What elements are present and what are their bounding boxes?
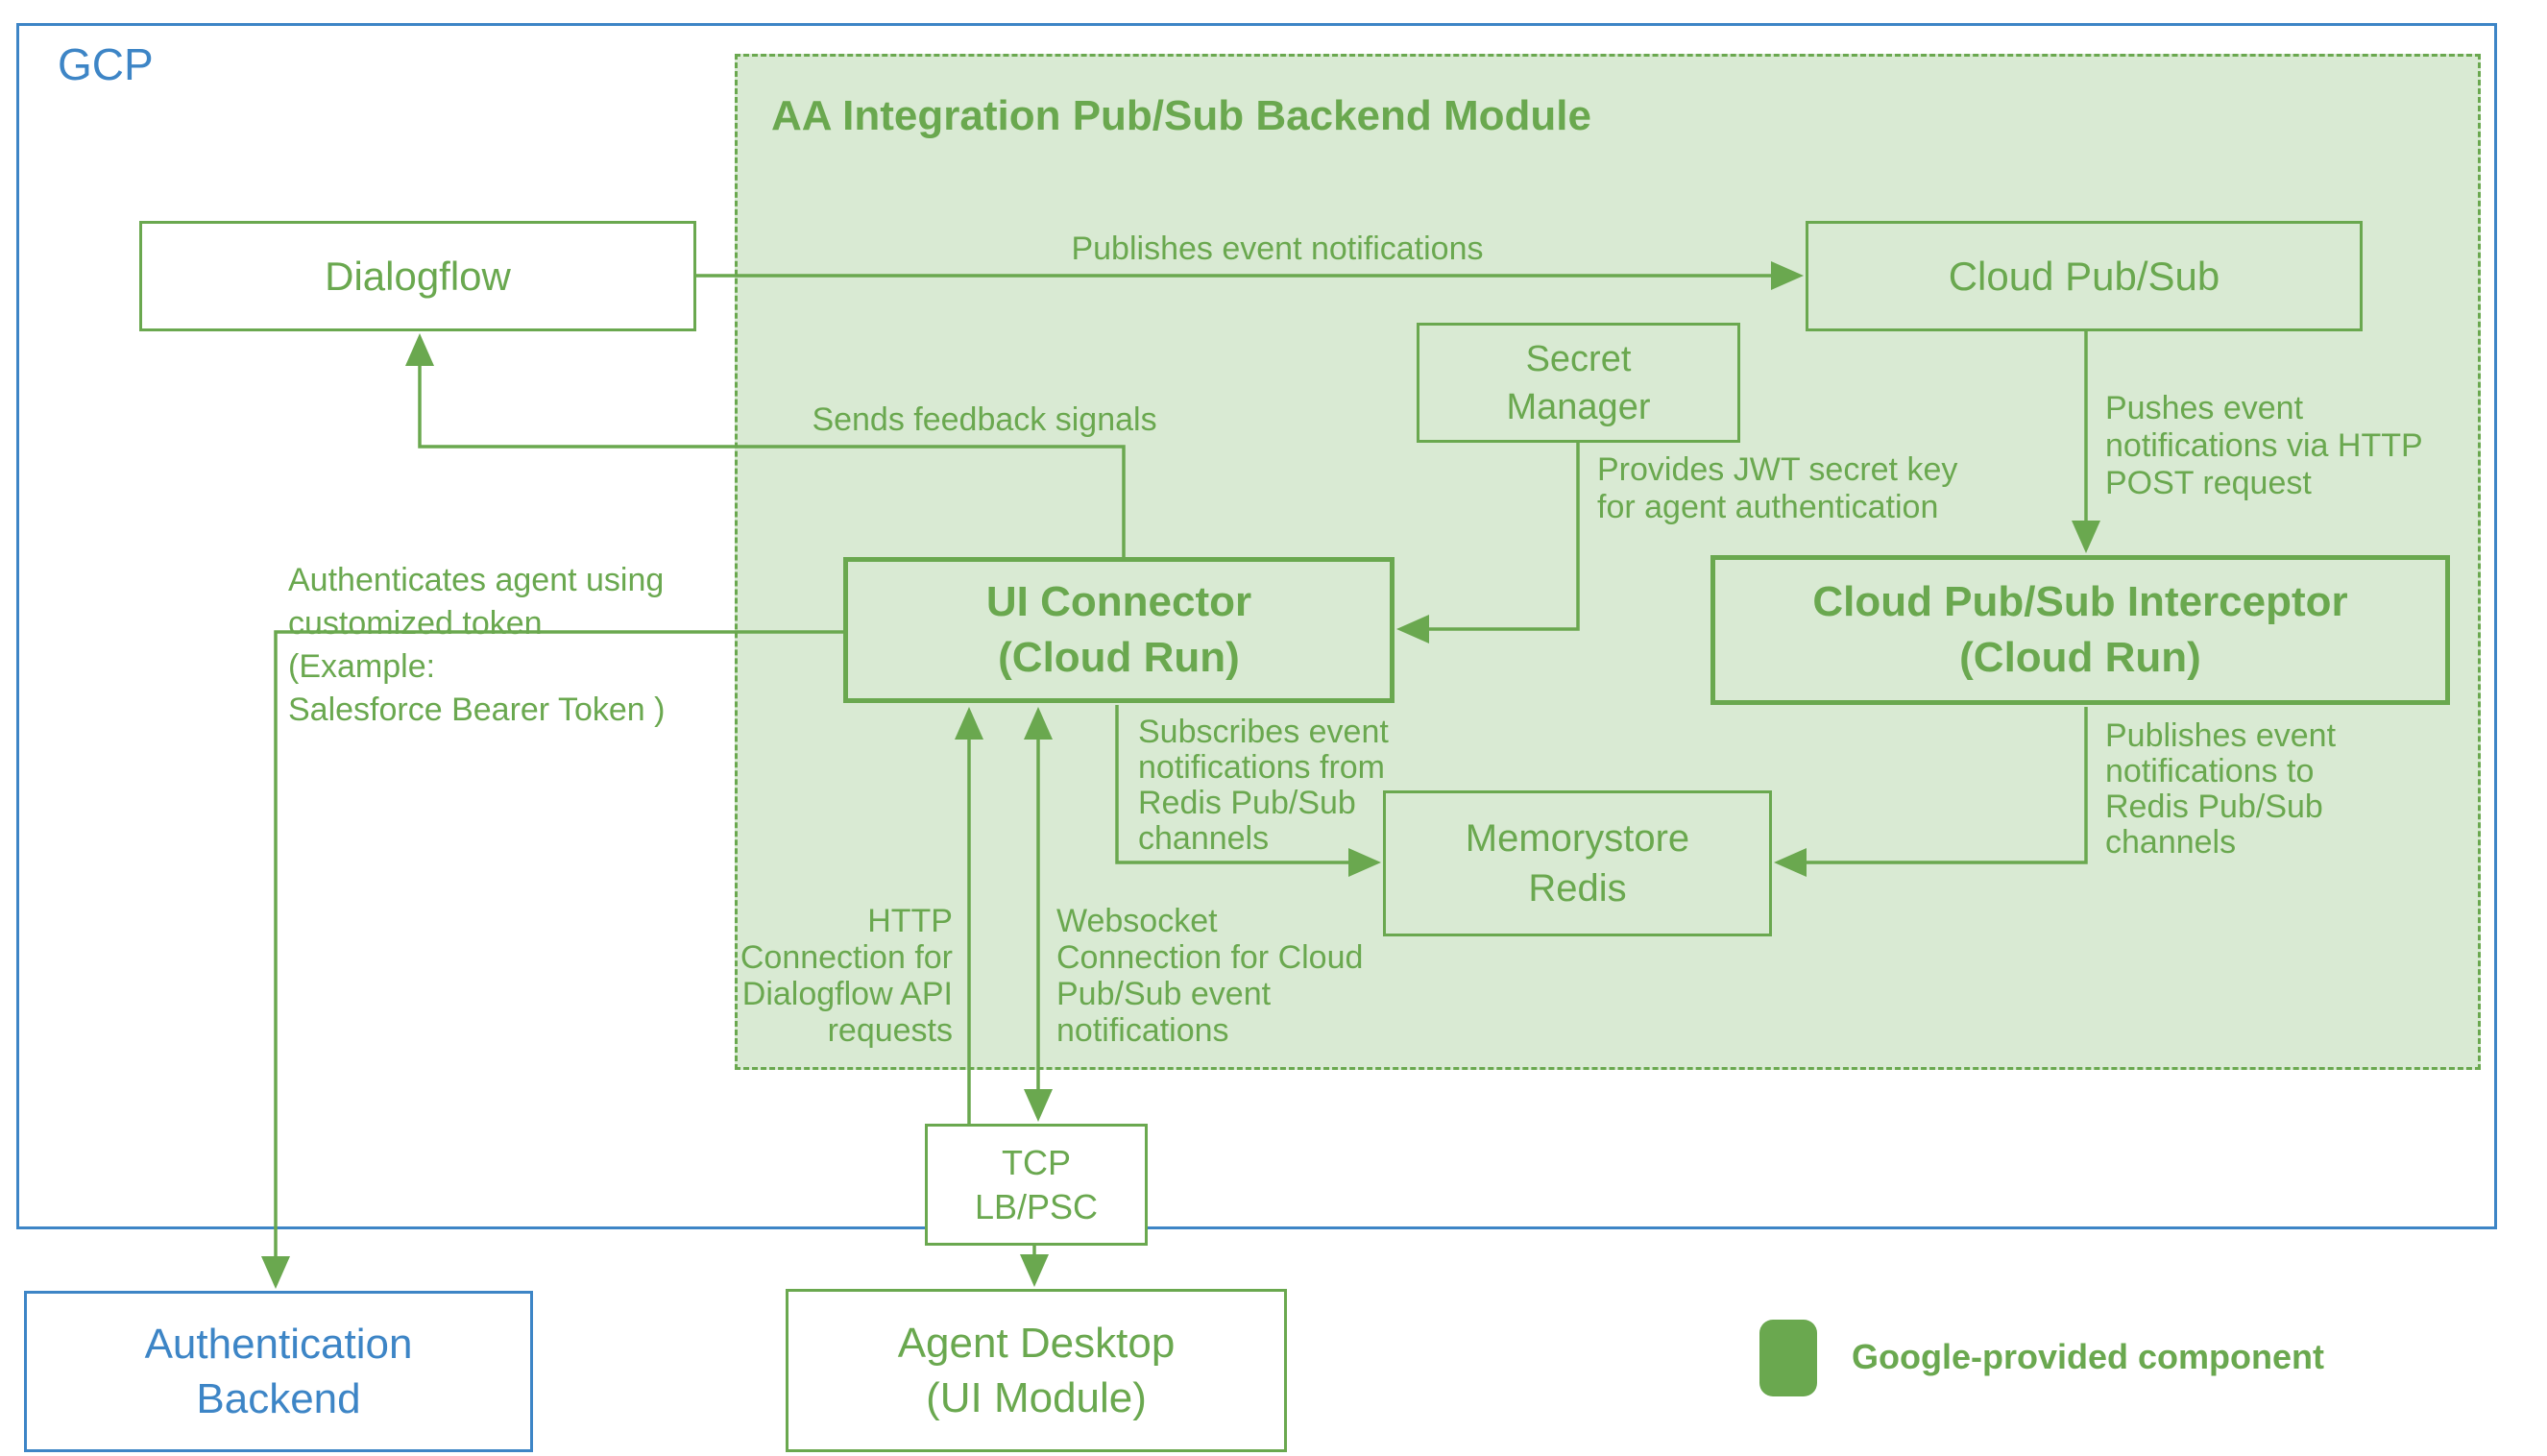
node-agent-desktop-label: Agent Desktop (UI Module) xyxy=(897,1320,1176,1421)
edge-label-provides-jwt-secret: Provides JWT secret key for agent authen… xyxy=(1597,451,1958,525)
node-dialogflow: Dialogflow xyxy=(139,221,696,331)
node-cloud-pubsub-label: Cloud Pub/Sub xyxy=(1948,253,2220,299)
edge-label-http-connection: HTTP Connection for Dialogflow API reque… xyxy=(740,903,953,1049)
node-memorystore-redis: Memorystore Redis xyxy=(1383,790,1772,936)
node-tcp-lb-psc-label: TCP LB/PSC xyxy=(974,1142,1099,1226)
edge-label-authenticates-agent: Authenticates agent using customized tok… xyxy=(288,562,666,728)
node-authentication-backend: Authentication Backend xyxy=(24,1291,533,1452)
edge-label-pushes-event-notifications: Pushes event notifications via HTTP POST… xyxy=(2105,390,2423,501)
node-cloud-pubsub: Cloud Pub/Sub xyxy=(1806,221,2363,331)
edge-label-websocket-connection: Websocket Connection for Cloud Pub/Sub e… xyxy=(1056,903,1364,1049)
node-agent-desktop: Agent Desktop (UI Module) xyxy=(786,1289,1287,1452)
arrow-tcplb-to-agentdesktop xyxy=(1020,1246,1049,1287)
edge-label-publishes-event-notifications: Publishes event notifications xyxy=(1071,231,1484,267)
node-dialogflow-label: Dialogflow xyxy=(325,253,511,299)
node-pubsub-interceptor-label: Cloud Pub/Sub Interceptor (Cloud Run) xyxy=(1812,578,2348,681)
node-pubsub-interceptor: Cloud Pub/Sub Interceptor (Cloud Run) xyxy=(1710,555,2450,705)
legend-google-component-swatch xyxy=(1759,1320,1817,1396)
edge-label-sends-feedback-signals: Sends feedback signals xyxy=(812,401,1157,438)
node-authentication-backend-label: Authentication Backend xyxy=(144,1321,413,1422)
edge-label-subscribes-event-notifications: Subscribes event notifications from Redi… xyxy=(1138,714,1389,857)
legend-google-component-label: Google-provided component xyxy=(1852,1337,2324,1376)
gcp-boundary-label: GCP xyxy=(58,39,154,89)
node-tcp-lb-psc: TCP LB/PSC xyxy=(925,1124,1148,1246)
backend-module-title: AA Integration Pub/Sub Backend Module xyxy=(771,92,1591,139)
node-secret-manager: Secret Manager xyxy=(1417,323,1740,443)
node-ui-connector: UI Connector (Cloud Run) xyxy=(843,557,1395,703)
edge-label-publishes-to-redis: Publishes event notifications to Redis P… xyxy=(2105,717,2337,861)
gcp-boundary-box xyxy=(16,23,2497,1229)
node-ui-connector-label: UI Connector (Cloud Run) xyxy=(985,578,1252,681)
node-memorystore-redis-label: Memorystore Redis xyxy=(1465,817,1690,910)
node-secret-manager-label: Secret Manager xyxy=(1506,338,1651,427)
